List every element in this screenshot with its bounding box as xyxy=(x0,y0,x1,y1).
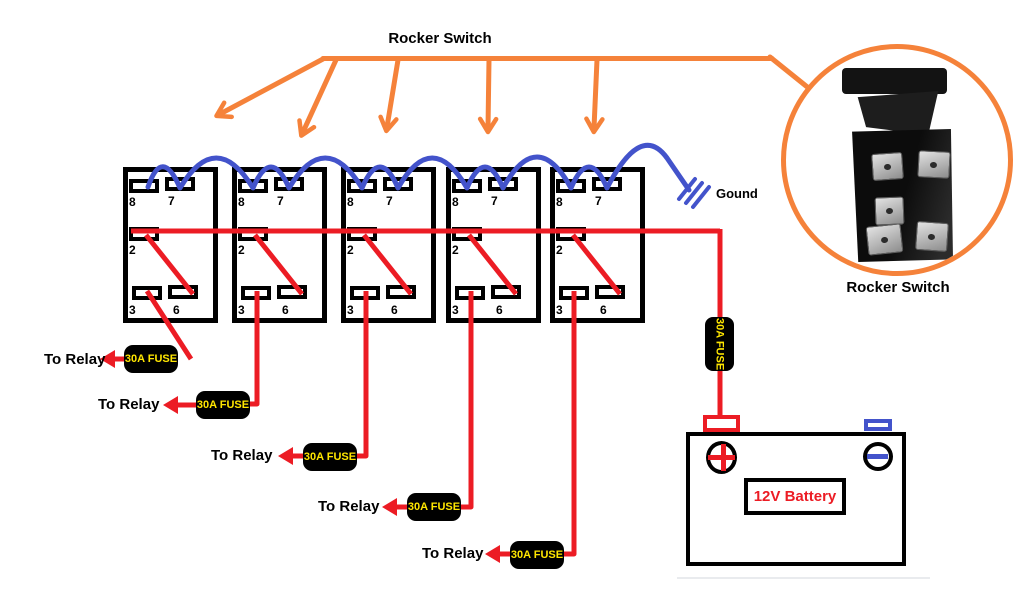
switch-5-pin-7-label: 7 xyxy=(595,194,602,208)
switch-5-output-wire xyxy=(564,291,577,557)
battery-shadow xyxy=(677,577,930,579)
switch-5-pin-6-label: 6 xyxy=(600,303,607,317)
switch-3-pin-7 xyxy=(383,177,413,191)
rocker-photo-terminal-2 xyxy=(917,150,951,179)
switch-4-pin-6 xyxy=(491,285,521,299)
switch-5-pin-8 xyxy=(556,179,586,193)
switch-5-pin-3 xyxy=(559,286,589,300)
battery-label-box: 12V Battery xyxy=(744,478,846,515)
switch-2-pin-3 xyxy=(241,286,271,300)
rocker-photo-flange xyxy=(842,68,947,94)
rocker-switch-photo-circle xyxy=(781,44,1013,276)
switch-5-pin-7 xyxy=(592,177,622,191)
switch-2-pin-6 xyxy=(277,285,307,299)
switch-1-pin-3-label: 3 xyxy=(129,303,136,317)
callout-arrow-5 xyxy=(584,57,605,135)
switch-2-pin-7-label: 7 xyxy=(277,194,284,208)
switch-4-pin-7-label: 7 xyxy=(491,194,498,208)
switch-2-pin-3-label: 3 xyxy=(238,303,245,317)
switch-2-pin-7 xyxy=(274,177,304,191)
switch-3-pin-7-label: 7 xyxy=(386,194,393,208)
switch-1-pin-3 xyxy=(132,286,162,300)
switch-1: 8 7 2 3 6 xyxy=(123,167,218,323)
switch-3-pin-8 xyxy=(347,179,377,193)
battery-label: 12V Battery xyxy=(753,488,837,505)
switch-2-pin-8-label: 8 xyxy=(238,195,245,209)
switch-4: 8 7 2 3 6 xyxy=(446,167,541,323)
relay-label-2: To Relay xyxy=(98,396,160,413)
relay-label-5: To Relay xyxy=(422,545,484,562)
callout-arrow-3 xyxy=(378,57,401,134)
callout-arrow-4 xyxy=(477,57,499,135)
switch-5-pin-8-label: 8 xyxy=(556,195,563,209)
ground-label: Gound xyxy=(716,186,758,201)
switch-3-pin-6-label: 6 xyxy=(391,303,398,317)
switch-4-pin-8-label: 8 xyxy=(452,195,459,209)
switch-2: 8 7 2 3 6 xyxy=(232,167,327,323)
fuse-2: 30A FUSE xyxy=(196,391,250,419)
rocker-photo-terminal-3 xyxy=(874,196,905,226)
switch-1-pin-6 xyxy=(168,285,198,299)
switch-5-pin-2-label: 2 xyxy=(556,243,563,257)
rocker-photo-terminal-4 xyxy=(865,223,904,256)
switch-1-pin-7 xyxy=(165,177,195,191)
switch-5-pin-6 xyxy=(595,285,625,299)
switch-5-pin-3-label: 3 xyxy=(556,303,563,317)
relay-label-1: To Relay xyxy=(44,351,106,368)
battery-inline-fuse: 30A FUSE xyxy=(705,317,734,371)
switch-4-pin-2 xyxy=(452,227,482,241)
switch-4-pin-2-label: 2 xyxy=(452,243,459,257)
switch-3-pin-2-label: 2 xyxy=(347,243,354,257)
rocker-photo-terminal-5 xyxy=(915,220,949,253)
fuse-1: 30A FUSE xyxy=(124,345,178,373)
switch-2-pin-2-label: 2 xyxy=(238,243,245,257)
switch-1-pin-7-label: 7 xyxy=(168,194,175,208)
switch-1-pin-2-label: 2 xyxy=(129,243,136,257)
switch-1-pin-8 xyxy=(129,179,159,193)
switch-3-pin-3-label: 3 xyxy=(347,303,354,317)
switch-1-pin-2 xyxy=(129,227,159,241)
photo-caption: Rocker Switch xyxy=(846,279,950,296)
switch-1-pin-6-label: 6 xyxy=(173,303,180,317)
rocker-photo-actuator xyxy=(857,91,939,135)
switch-4-pin-8 xyxy=(452,179,482,193)
switch-3-pin-2 xyxy=(347,227,377,241)
switch-1-pin-8-label: 8 xyxy=(129,195,136,209)
relay-label-3: To Relay xyxy=(211,447,273,464)
diagram-title: Rocker Switch xyxy=(388,30,492,47)
callout-arrow-1 xyxy=(214,56,326,120)
fuse-2-arrow xyxy=(163,396,197,414)
minus-symbol xyxy=(863,442,893,471)
rocker-photo-terminal-1 xyxy=(871,151,904,182)
fuse-5-arrow xyxy=(485,545,511,563)
fuse-5: 30A FUSE xyxy=(510,541,564,569)
fuse-3: 30A FUSE xyxy=(303,443,357,471)
battery-positive-terminal xyxy=(703,415,740,432)
callout-arrow-2 xyxy=(297,57,339,138)
switch-3: 8 7 2 3 6 xyxy=(341,167,436,323)
fuse-3-arrow xyxy=(278,447,304,465)
switch-2-pin-2 xyxy=(238,227,268,241)
switch-3-pin-8-label: 8 xyxy=(347,195,354,209)
switch-3-pin-3 xyxy=(350,286,380,300)
switch-4-output-wire xyxy=(461,291,474,510)
ground-symbol-icon xyxy=(677,177,711,209)
switch-3-pin-6 xyxy=(386,285,416,299)
switch-5-pin-2 xyxy=(556,227,586,241)
battery-negative-terminal xyxy=(864,419,892,431)
fuse-4-arrow xyxy=(382,498,408,516)
switch-2-pin-8 xyxy=(238,179,268,193)
relay-label-4: To Relay xyxy=(318,498,380,515)
switch-4-pin-3-label: 3 xyxy=(452,303,459,317)
fuse-4: 30A FUSE xyxy=(407,493,461,521)
switch-4-pin-6-label: 6 xyxy=(496,303,503,317)
switch-2-pin-6-label: 6 xyxy=(282,303,289,317)
plus-symbol xyxy=(706,441,737,474)
switch-4-pin-3 xyxy=(455,286,485,300)
switch-4-pin-7 xyxy=(488,177,518,191)
switch-5: 8 7 2 3 6 xyxy=(550,167,645,323)
